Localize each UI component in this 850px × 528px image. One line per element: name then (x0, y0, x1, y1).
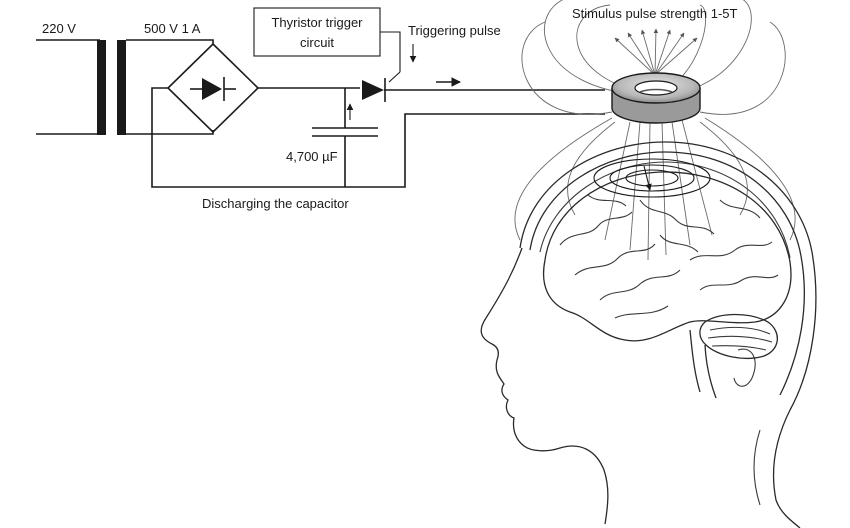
thyristor-icon (362, 71, 605, 102)
dc-rails (151, 87, 605, 188)
triggering-pulse-label: Triggering pulse (408, 23, 501, 38)
magnetic-coil-icon (611, 72, 701, 124)
circuit: 220 V 500 V 1 A (36, 7, 605, 211)
transformer-icon (97, 40, 126, 135)
trigger-circuit-label-line1: Thyristor trigger (271, 15, 363, 30)
capacitance-label: 4,700 µF (286, 149, 338, 164)
thyristor-trigger-box (253, 7, 401, 72)
magnetic-field-lines (514, 0, 796, 261)
trigger-circuit-label-line2: circuit (300, 35, 334, 50)
mains-input-wires (36, 39, 100, 135)
bridge-rectifier-icon (166, 42, 260, 134)
discharging-label: Discharging the capacitor (202, 196, 349, 211)
capacitor-icon (312, 88, 378, 187)
mains-voltage-label: 220 V (42, 21, 76, 36)
stimulus-strength-label: Stimulus pulse strength 1-5T (572, 6, 738, 21)
transformer-rating-label: 500 V 1 A (144, 21, 201, 36)
human-head-brain-illustration (480, 141, 817, 528)
